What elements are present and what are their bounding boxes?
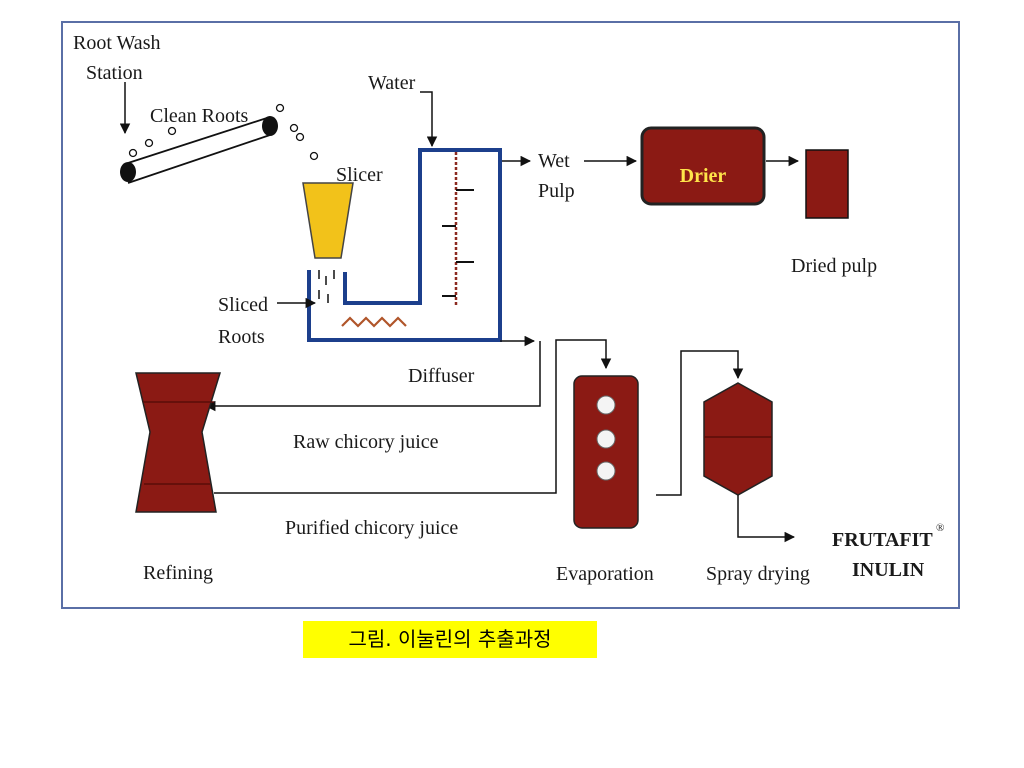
- raw-juice-label: Raw chicory juice: [293, 431, 439, 453]
- wet-pulp-label: Wet Pulp: [538, 150, 575, 202]
- spray-to-product-arrow: [737, 495, 796, 543]
- evap-to-spray-line: [656, 350, 744, 496]
- sliced-roots-label: Sliced Roots: [218, 294, 273, 348]
- dried-pulp-label: Dried pulp: [791, 255, 877, 277]
- evaporation-label: Evaporation: [556, 563, 654, 585]
- raw-juice-line: [204, 341, 541, 412]
- water-label: Water: [368, 72, 416, 94]
- water-arrow: [420, 91, 438, 148]
- diffuser-vessel: [307, 148, 502, 342]
- diffuser-shaft: [442, 152, 474, 305]
- drier-unit: [640, 126, 766, 206]
- purified-juice-label: Purified chicory juice: [285, 517, 458, 539]
- registered-mark: ®: [936, 522, 944, 534]
- evaporator-windows: [596, 395, 616, 481]
- refining-unit: [135, 372, 222, 513]
- spray-drying-label: Spray drying: [706, 563, 810, 585]
- root-wash-label: Root Wash Station: [73, 32, 165, 84]
- slicer-label: Slicer: [336, 164, 383, 186]
- purified-juice-line: [214, 339, 612, 494]
- sliced-root-pieces: [318, 270, 335, 303]
- clean-roots-label: Clean Roots: [150, 105, 249, 127]
- figure-caption: 그림. 이눌린의 추출과정: [303, 621, 597, 658]
- diffuser-label: Diffuser: [408, 365, 475, 387]
- slicer-hopper: [302, 182, 354, 259]
- evaporator-unit: [573, 375, 639, 529]
- dried-pulp-bin: [805, 149, 849, 219]
- refining-label: Refining: [143, 562, 213, 584]
- product-label: FRUTAFIT INULIN: [832, 529, 937, 581]
- conveyor-belt: [120, 116, 278, 184]
- heating-coil: [341, 316, 407, 328]
- spray-dryer-unit: [703, 382, 773, 496]
- drier-label: Drier: [680, 165, 727, 187]
- root-particles: [128, 103, 319, 161]
